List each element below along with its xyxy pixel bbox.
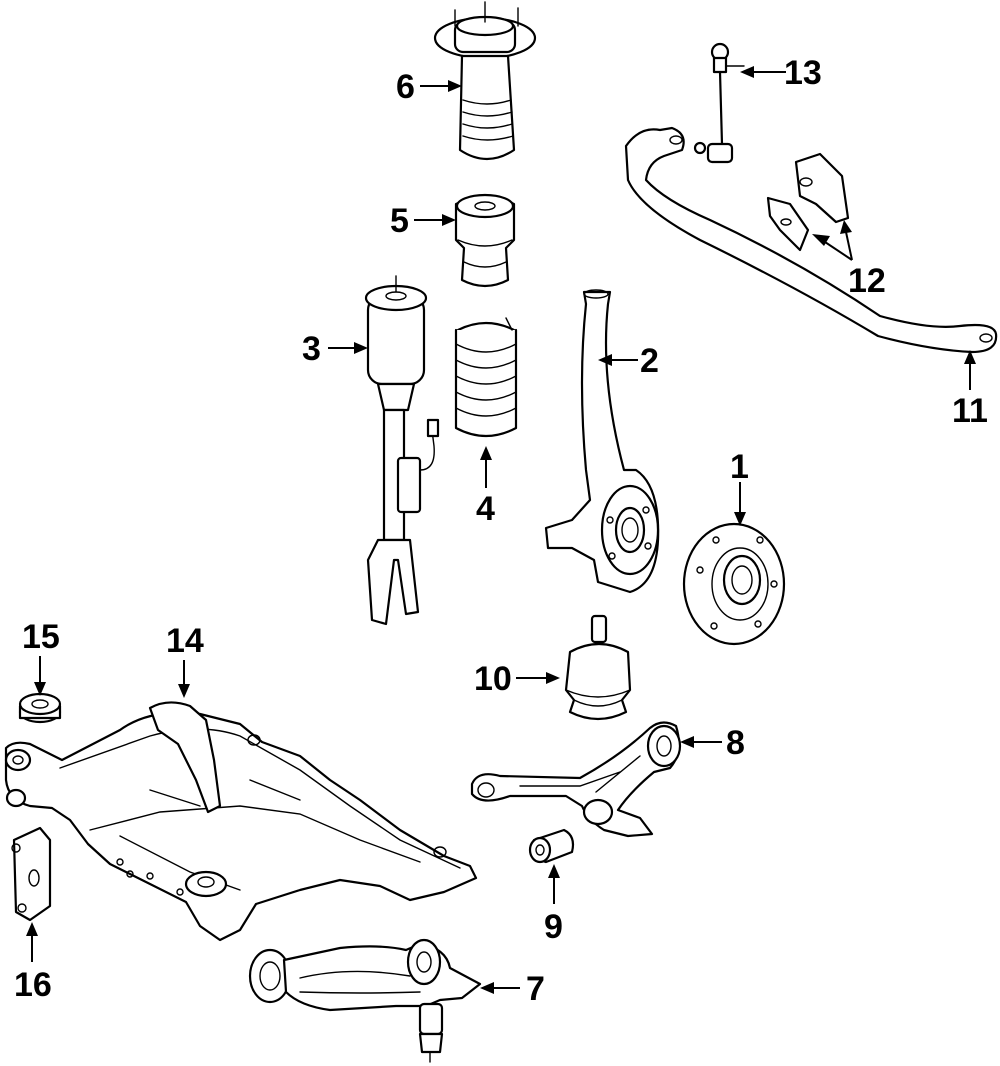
part-9-bushing (528, 828, 575, 864)
callout-1: 1 (730, 448, 749, 486)
callout-10: 10 (474, 660, 512, 698)
part-5-bump-stop (454, 193, 516, 288)
part-12-bracket (766, 152, 850, 252)
callout-6: 6 (396, 68, 415, 106)
part-15-washer (18, 692, 62, 724)
callout-numbers: 1 2 3 4 5 6 7 8 9 10 11 12 13 14 15 16 (14, 54, 988, 1008)
part-13-stabilizer-link (693, 42, 745, 164)
callout-11: 11 (952, 392, 988, 430)
part-7-upper-control-arm (248, 938, 482, 1063)
callout-2: 2 (640, 342, 659, 380)
part-6-strut-mount (433, 1, 537, 161)
part-8-lower-control-arm (470, 721, 682, 838)
callout-13: 13 (784, 54, 822, 92)
part-3-air-strut (364, 275, 440, 626)
callout-9: 9 (544, 908, 563, 946)
part-10-ball-joint (564, 614, 632, 721)
part-11-stabilizer-bar (624, 126, 998, 354)
part-1-wheel-hub (682, 522, 786, 646)
part-16-bracket-plate (11, 826, 52, 922)
callout-14: 14 (166, 622, 204, 660)
callout-8: 8 (726, 724, 745, 762)
callout-5: 5 (390, 202, 409, 240)
callout-leaders (26, 66, 976, 994)
callout-7: 7 (526, 970, 545, 1008)
callout-16: 16 (14, 966, 52, 1004)
callout-3: 3 (302, 330, 321, 368)
part-2-steering-knuckle (544, 289, 660, 594)
callout-15: 15 (22, 618, 60, 656)
part-14-subframe (4, 701, 478, 942)
part-4-coil-spring (454, 317, 518, 438)
callout-12: 12 (848, 262, 886, 300)
callout-4: 4 (476, 490, 495, 528)
